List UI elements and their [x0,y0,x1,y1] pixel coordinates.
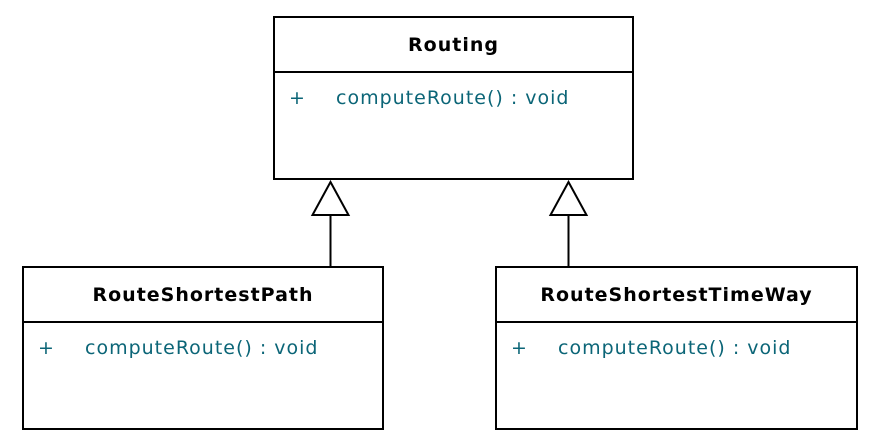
generalization-arrow-left [310,179,351,267]
method-row: + computeRoute() : void [511,337,852,359]
class-routeshortesttimeway: RouteShortestTimeWay + computeRoute() : … [495,266,858,430]
class-routing: Routing + computeRoute() : void [273,16,634,180]
method-row: + computeRoute() : void [38,337,378,359]
generalization-triangle-icon [310,179,351,216]
visibility-symbol: + [38,337,55,359]
class-members: + computeRoute() : void [24,323,382,359]
method-signature: computeRoute() : void [558,337,792,359]
visibility-symbol: + [289,87,306,109]
class-name: RouteShortestPath [24,268,382,323]
class-routeshortestpath: RouteShortestPath + computeRoute() : voi… [22,266,384,430]
generalization-arrow-right [548,179,589,267]
method-signature: computeRoute() : void [85,337,319,359]
class-name: RouteShortestTimeWay [497,268,856,323]
generalization-triangle-icon [548,179,589,216]
visibility-symbol: + [511,337,528,359]
class-members: + computeRoute() : void [275,73,632,109]
method-row: + computeRoute() : void [289,87,628,109]
class-members: + computeRoute() : void [497,323,856,359]
method-signature: computeRoute() : void [336,87,570,109]
class-name: Routing [275,18,632,73]
